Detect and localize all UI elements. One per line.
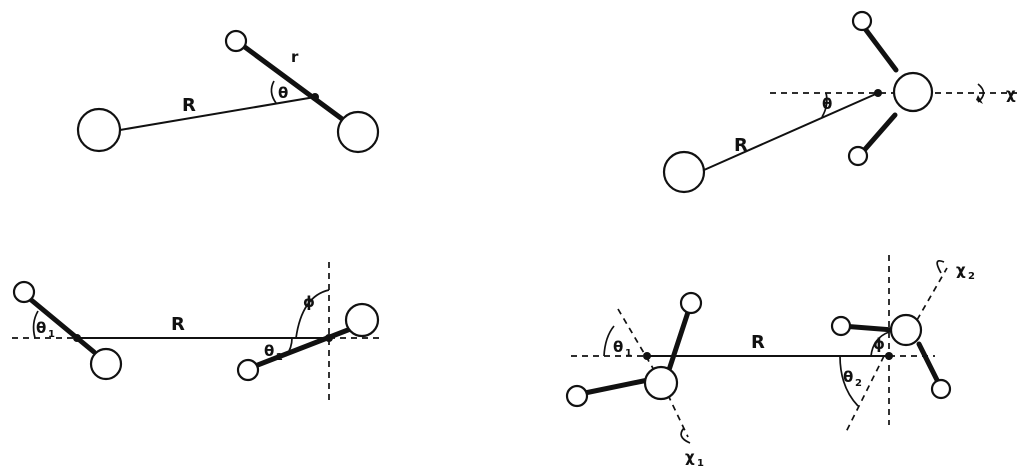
panel-diatom-diatom: R θ 1 θ 2 ϕ <box>12 262 381 405</box>
right-center-atom <box>889 313 923 347</box>
theta2-arc <box>285 337 293 357</box>
panel-atom-triatomic: R θ χ <box>662 10 1017 194</box>
phi-arc <box>295 289 330 339</box>
left-small-atom <box>12 280 36 304</box>
bond-lower <box>857 112 898 158</box>
right-top-atom <box>830 315 852 337</box>
atom-center <box>892 71 934 113</box>
atom-small-top <box>224 29 248 53</box>
left-bond-upper <box>664 303 693 379</box>
center-of-mass-dot <box>874 89 882 97</box>
label-theta2: θ <box>843 368 853 386</box>
left-center-atom <box>643 365 679 401</box>
label-R: R <box>171 314 185 335</box>
label-chi1: χ <box>685 448 695 466</box>
theta1-arc <box>32 310 39 339</box>
theta1-arc <box>603 325 615 357</box>
label-theta2-sub: 2 <box>276 352 283 363</box>
theta-arc <box>821 92 828 118</box>
label-chi1-sub: 1 <box>697 458 704 469</box>
r-vector-line <box>703 92 879 171</box>
atom-large-right <box>336 110 380 154</box>
r-vector-line <box>119 96 316 131</box>
right-bottom-atom <box>930 378 952 400</box>
label-r: r <box>291 48 299 66</box>
right-diatom-bond <box>247 325 356 371</box>
label-phi: ϕ <box>303 293 315 311</box>
right-bond-lower <box>916 341 943 389</box>
panel-triatomic-triatomic: R θ 1 θ 2 ϕ χ 1 χ 2 <box>565 255 975 469</box>
right-center-dot <box>885 352 893 360</box>
left-molecular-axis <box>617 308 655 371</box>
label-R: R <box>182 95 196 116</box>
left-large-atom <box>89 347 123 381</box>
left-top-atom <box>679 291 703 315</box>
phi-arc <box>870 331 890 357</box>
theta-arc <box>270 80 277 104</box>
diatom-bond <box>235 39 360 133</box>
chi-arrowhead <box>976 95 983 104</box>
label-chi2: χ <box>956 261 966 279</box>
label-theta2-sub: 2 <box>855 378 862 389</box>
left-bond-lower <box>577 377 651 397</box>
left-center-dot <box>73 334 81 342</box>
label-theta1: θ <box>613 338 623 356</box>
atom-small-top <box>851 10 873 32</box>
right-center-dot <box>325 334 333 342</box>
label-R: R <box>734 135 748 156</box>
label-R: R <box>751 332 765 353</box>
right-large-atom <box>344 302 380 338</box>
panel-atom-diatom: R r θ <box>76 29 380 154</box>
theta2-arc <box>839 355 859 407</box>
label-theta: θ <box>278 84 288 102</box>
label-theta1: θ <box>36 319 46 337</box>
left-diatom-bond <box>21 291 97 355</box>
label-theta2: θ <box>264 342 274 360</box>
right-small-atom <box>236 358 260 382</box>
atom-large-left <box>76 107 122 153</box>
center-of-mass-dot <box>311 93 319 101</box>
label-phi: ϕ <box>873 335 885 353</box>
chi2-rotation-arrow <box>936 259 945 274</box>
atom-large-left <box>662 150 706 194</box>
left-center-dot <box>643 352 651 360</box>
label-chi: χ <box>1006 85 1016 103</box>
label-theta1-sub: 1 <box>48 329 55 340</box>
label-theta1-sub: 1 <box>625 348 632 359</box>
label-chi2-sub: 2 <box>968 271 975 282</box>
atom-small-bottom <box>847 145 869 167</box>
right-molecular-axis <box>845 355 885 433</box>
chi2-axis-dashed <box>916 267 948 321</box>
label-theta: θ <box>822 95 832 113</box>
left-bottom-atom <box>565 384 589 408</box>
chi1-axis-dashed <box>667 394 689 438</box>
chi1-rotation-arrow <box>680 427 691 444</box>
